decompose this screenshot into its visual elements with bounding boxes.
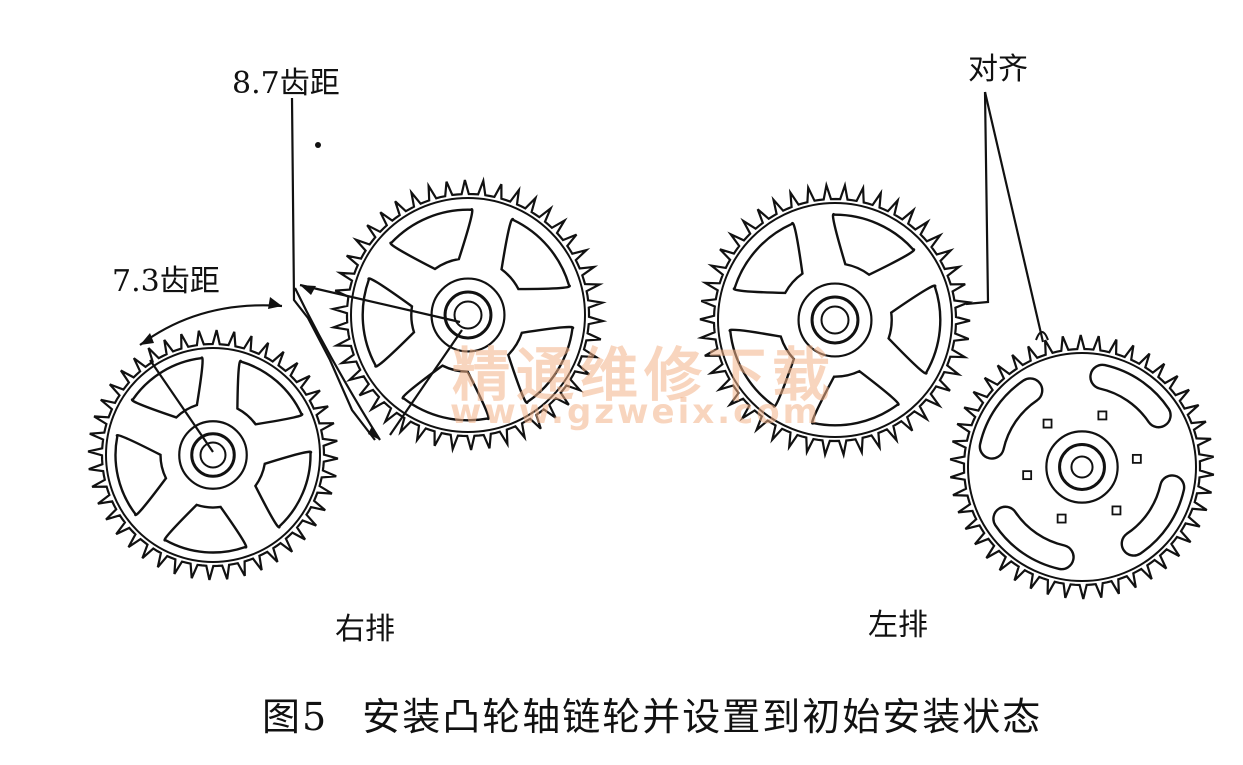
right-bank-upper-sprocket-bore: [453, 300, 483, 330]
right-bank-upper-sprocket-window: [401, 364, 490, 422]
dot-mark: [315, 142, 321, 148]
left-bank-lower-sprocket-hole: [1131, 453, 1142, 464]
left-bank-label: 左排: [868, 608, 928, 643]
pitch-87-label: 8.7齿距: [232, 66, 340, 101]
right-bank-upper-sprocket-window: [361, 277, 416, 368]
right-bank-lower-sprocket: [87, 329, 339, 581]
figure-title: 安装凸轮轴链轮并设置到初始安装状态: [362, 695, 1043, 739]
left-bank-lower-sprocket-hole: [1111, 505, 1122, 516]
watermark-text: 精通维修下载: [452, 341, 837, 409]
left-bank-lower-sprocket-slot: [978, 377, 1044, 460]
right-bank-upper-sprocket-window: [500, 217, 571, 291]
left-bank-lower-sprocket-bore: [1070, 455, 1094, 479]
right-bank-lower-sprocket-bore: [199, 441, 227, 469]
left-bank-lower-sprocket-hole: [1042, 418, 1053, 429]
pitch-73-label: 7.3齿距: [112, 264, 220, 299]
left-bank-lower-sprocket-slot: [1120, 474, 1186, 557]
left-bank-lower-sprocket-teeth: [949, 334, 1215, 600]
arrow-87-pitch: [299, 283, 461, 324]
left-bank-lower-sprocket-hub-ring: [1045, 430, 1119, 504]
right-bank-upper-sprocket-rim: [350, 197, 586, 433]
left-bank-upper-sprocket-rim: [717, 202, 953, 438]
right-bank-upper-sprocket-window: [389, 208, 474, 271]
right-bank-upper-sprocket-hub-ring: [430, 277, 506, 353]
right-bank-lower-sprocket-hub-ring: [178, 420, 248, 490]
align-label: 对齐: [968, 52, 1028, 87]
left-bank-upper-sprocket-hub-ring: [797, 282, 873, 358]
right-bank-label: 右排: [335, 612, 395, 647]
right-bank-upper-sprocket-teeth: [328, 176, 608, 454]
leader-87-pitch: [290, 97, 376, 441]
left-bank-lower-sprocket-hole: [1022, 470, 1033, 481]
left-bank-lower-sprocket-slot: [1089, 363, 1172, 429]
left-bank-upper-sprocket: [696, 180, 974, 460]
right-bank-lower-sprocket-window: [236, 359, 304, 426]
left-bank-lower-sprocket-hub: [1058, 443, 1106, 491]
right-bank-upper-sprocket-window: [506, 325, 575, 405]
leader-align-2: [983, 91, 1045, 343]
leader-73-right: [294, 287, 381, 441]
right-bank-lower-sprocket-teeth: [87, 329, 339, 581]
left-bank-upper-sprocket-window: [811, 369, 900, 427]
figure-caption: 图5 安装凸轮轴链轮并设置到初始安装状态: [262, 686, 1042, 741]
right-bank-lower-sprocket-hub: [190, 432, 236, 478]
left-bank-lower-sprocket-hole: [1056, 513, 1067, 524]
left-bank-lower-sprocket-hole: [1097, 410, 1108, 421]
left-bank-upper-sprocket-hub: [810, 295, 860, 345]
right-bank-upper-sprocket: [328, 176, 608, 454]
left-bank-lower-sprocket: [949, 331, 1215, 600]
arc-73-pitch: [139, 304, 283, 346]
arrowhead-87: [300, 285, 316, 295]
right-bank-lower-sprocket-rim: [105, 347, 321, 563]
leader-align-1: [965, 91, 990, 306]
left-bank-lower-sprocket-slot: [992, 505, 1075, 571]
right-bank-lower-sprocket-window: [163, 503, 248, 554]
right-bank-lower-sprocket-window: [253, 450, 313, 529]
left-bank-upper-sprocket-teeth: [696, 180, 974, 460]
right-bank-lower-sprocket-window: [114, 434, 168, 517]
watermark-url: www.gzweix.com: [450, 392, 822, 432]
arrowhead-73: [268, 297, 282, 309]
left-bank-lower-sprocket-rim: [967, 352, 1197, 582]
right-bank-upper-sprocket-hub: [443, 290, 493, 340]
left-bank-upper-sprocket-window: [728, 328, 796, 408]
arrowhead-right-low: [368, 426, 380, 440]
left-bank-upper-sprocket-bore: [820, 305, 850, 335]
figure-number: 图5: [262, 695, 329, 739]
left-bank-upper-sprocket-window: [732, 221, 804, 295]
right-bank-lower-sprocket-window: [130, 356, 204, 419]
left-bank-upper-sprocket-window: [887, 284, 942, 375]
left-bank-upper-sprocket-window: [831, 213, 916, 277]
left-bank-lower-sprocket-align-tab: [1035, 331, 1049, 341]
arrowhead-73-start: [140, 333, 154, 345]
